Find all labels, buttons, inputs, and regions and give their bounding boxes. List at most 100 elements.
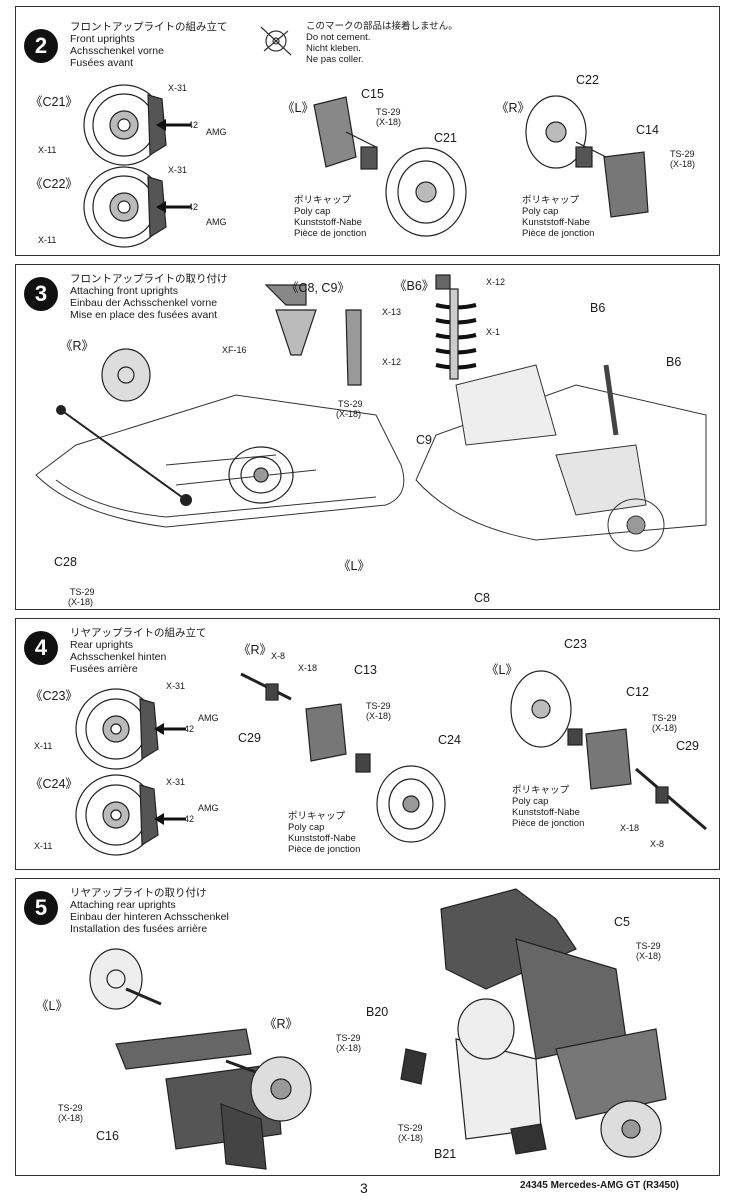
label-x31: X-31 [168, 83, 188, 93]
polycap-de: Kunststoff-Nabe [288, 833, 356, 844]
label-l: 《L》 [36, 999, 68, 1013]
polycap-fr: Pièce de jonction [522, 228, 595, 239]
label-c13: C13 [354, 663, 377, 677]
step-number: 5 [24, 891, 58, 925]
polycap-en: Poly cap [294, 206, 331, 217]
label-x31: X-31 [166, 681, 186, 691]
label-c8-c9: 《C8, C9》 [286, 281, 350, 295]
label-r: 《R》 [238, 643, 273, 657]
note-en: Do not cement. [306, 32, 371, 43]
title-jp: フロントアップライトの取り付け [70, 273, 228, 285]
label-x11: X-11 [38, 235, 57, 245]
label-xf16: XF-16 [222, 345, 247, 355]
label-ts29: TS-29 [636, 941, 661, 951]
label-b21: B21 [434, 1147, 457, 1161]
step-number: 2 [24, 29, 58, 63]
label-x18: (X-18) [336, 409, 362, 419]
title-en: Attaching front uprights [70, 285, 178, 297]
label-c28: C28 [54, 555, 77, 569]
step-4-panel: 4 リヤアップライトの組み立て Rear uprights Achsschenk… [15, 618, 720, 870]
label-x8: X-8 [271, 651, 286, 661]
title-jp: リヤアップライトの取り付け [70, 887, 207, 899]
label-x13: X-13 [382, 307, 402, 317]
step-5-drawings [89, 888, 667, 1170]
label-c9: C9 [416, 433, 432, 447]
rear-upright-right [225, 1056, 312, 1122]
label-x18-b21: (X-18) [398, 1133, 424, 1143]
title-fr: Installation des fusées arrière [70, 923, 208, 935]
polycap-l: ポリキャップ Poly cap Kunststoff-Nabe Pièce de… [512, 785, 584, 829]
polycap-fr: Pièce de jonction [288, 844, 361, 855]
brake-disc-c22 [83, 166, 167, 248]
label-b6a: B6 [590, 301, 606, 315]
label-x11: X-11 [38, 145, 57, 155]
label-c14: C14 [636, 123, 659, 137]
label-amg: AMG [206, 127, 227, 137]
polycap-de: Kunststoff-Nabe [522, 217, 590, 228]
label-b6b: B6 [666, 355, 682, 369]
upright-left-assembly [313, 96, 467, 237]
label-c21: 《C21》 [30, 95, 78, 109]
label-ts29: TS-29 [58, 1103, 83, 1113]
title-jp: フロントアップライトの組み立て [70, 21, 228, 33]
label-ts29-b21: TS-29 [398, 1123, 423, 1133]
brake-disc-c23 [75, 688, 159, 770]
title-jp: リヤアップライトの組み立て [70, 627, 207, 639]
polycap-jp: ポリキャップ [288, 811, 346, 822]
brake-disc-c21 [83, 84, 167, 166]
title-en: Attaching rear uprights [70, 899, 176, 911]
label-amg: AMG [206, 217, 227, 227]
label-amg: AMG [198, 713, 219, 723]
label-c29: C29 [238, 731, 261, 745]
label-x18: (X-18) [636, 951, 662, 961]
label-c5: C5 [614, 915, 630, 929]
label-x31: X-31 [168, 165, 188, 175]
note-de: Nicht kleben. [306, 43, 361, 54]
step-titles: フロントアップライトの取り付け Attaching front uprights… [70, 273, 228, 321]
step-3-panel: 3 フロントアップライトの取り付け Attaching front uprigh… [15, 264, 720, 610]
step-2-drawings [83, 26, 649, 248]
label-r: 《R》 [60, 339, 95, 353]
label-ts29-b20: TS-29 [336, 1033, 361, 1043]
label-l: 《L》 [486, 663, 518, 677]
label-x12b: X-12 [382, 357, 402, 367]
label-c15: C15 [361, 87, 384, 101]
label-left: 《L》 [282, 101, 314, 115]
label-x1: X-1 [486, 327, 501, 337]
label-r: 《R》 [264, 1017, 299, 1031]
polycap-fr: Pièce de jonction [294, 228, 367, 239]
label-c24b: C24 [438, 733, 461, 747]
label-x11: X-11 [34, 741, 53, 751]
polycap-r: ポリキャップ Poly cap Kunststoff-Nabe Pièce de… [288, 811, 360, 855]
label-x12: X-12 [486, 277, 506, 287]
polycap-jp: ポリキャップ [512, 785, 570, 796]
upright-right-assembly [525, 95, 649, 218]
title-fr: Fusées arrière [70, 663, 138, 675]
polycap-en: Poly cap [288, 822, 325, 833]
label-b6-header: 《B6》 [394, 279, 435, 293]
label-42: 42 [184, 814, 195, 824]
polycap-right: ポリキャップ Poly cap Kunststoff-Nabe Pièce de… [522, 195, 594, 239]
step-4-drawings [75, 670, 707, 856]
chassis-right [415, 364, 707, 552]
shock-absorber [435, 274, 477, 380]
do-not-cement-note: このマークの部品は接着しません。 Do not cement. Nicht kl… [306, 21, 458, 65]
polycap-de: Kunststoff-Nabe [294, 217, 362, 228]
brake-disc-c24 [75, 774, 159, 856]
rear-chassis [400, 888, 667, 1158]
polycap-left: ポリキャップ Poly cap Kunststoff-Nabe Pièce de… [294, 195, 366, 239]
polycap-jp: ポリキャップ [522, 195, 580, 206]
label-c23b: C23 [564, 637, 587, 651]
label-x18p: (X-18) [366, 711, 392, 721]
label-c22: 《C22》 [30, 177, 78, 191]
model-code: 24345 Mercedes-AMG GT (R3450) [520, 1180, 679, 1191]
title-fr: Mise en place des fusées avant [70, 309, 218, 321]
label-x18: X-18 [620, 823, 640, 833]
label-c8: C8 [474, 591, 490, 605]
polycap-en: Poly cap [522, 206, 559, 217]
note-jp: このマークの部品は接着しません。 [306, 21, 458, 32]
label-c29: C29 [676, 739, 699, 753]
polycap-jp: ポリキャップ [294, 195, 352, 206]
step-5-panel: 5 リヤアップライトの取り付け Attaching rear uprights … [15, 878, 720, 1176]
step-3-drawings [35, 274, 707, 552]
